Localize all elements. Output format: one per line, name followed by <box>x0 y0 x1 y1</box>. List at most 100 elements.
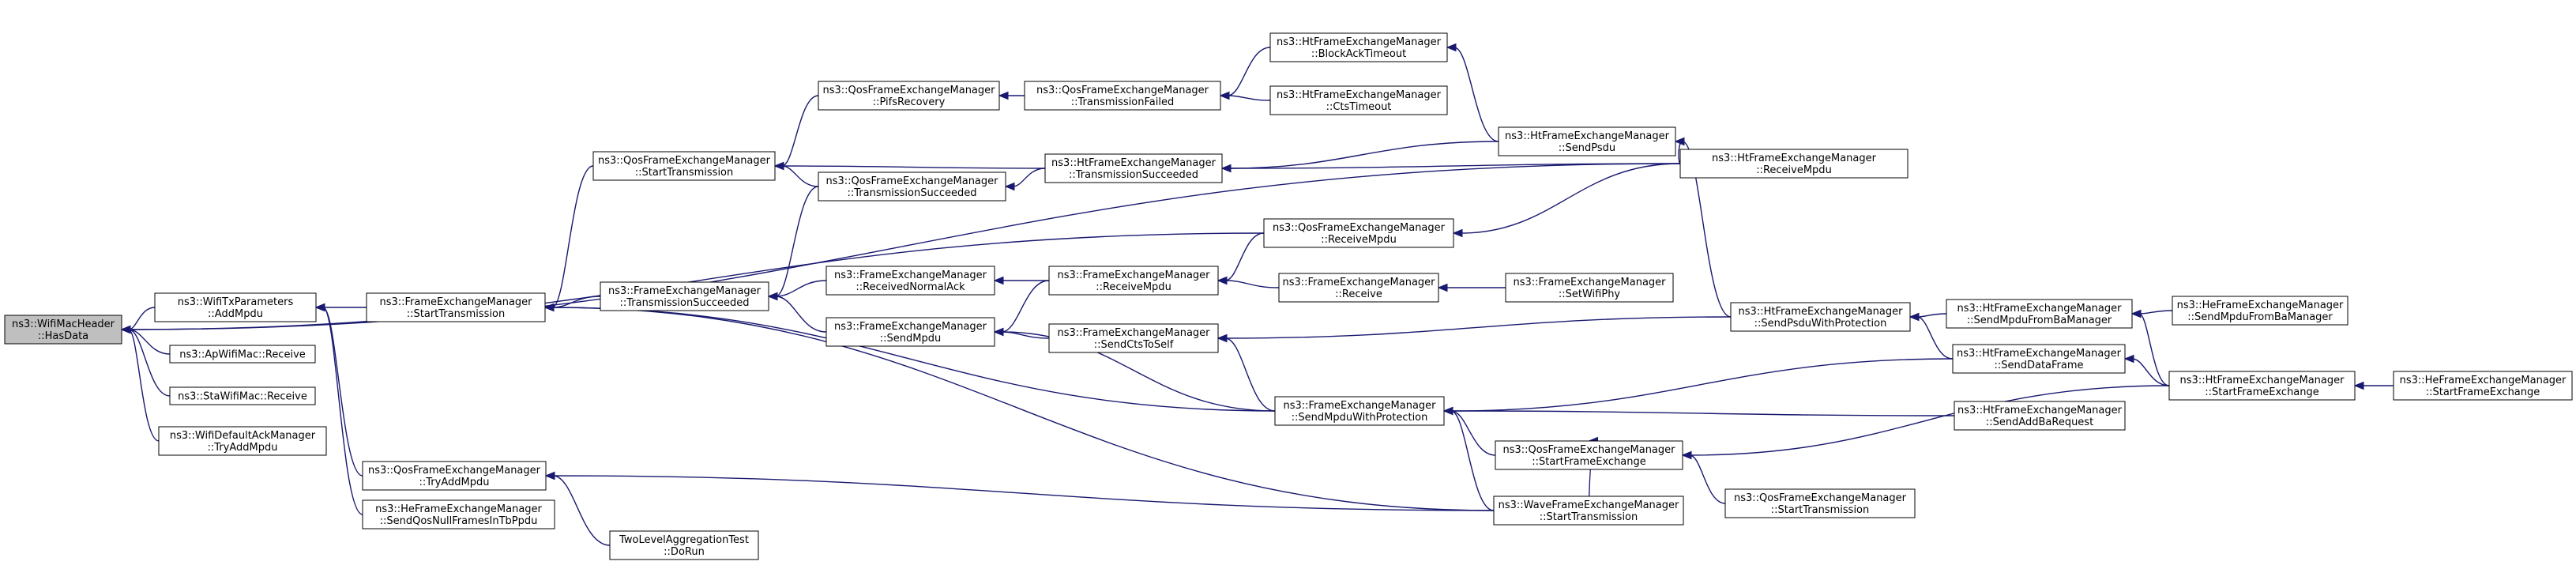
call-edge <box>1681 450 1726 504</box>
function-node-box <box>169 386 316 405</box>
function-node-label: ns3::FrameExchangeManager <box>1282 277 1435 288</box>
function-node-label: ::TryAddMpdu <box>419 477 490 488</box>
function-node-box <box>825 266 995 296</box>
function-node[interactable]: ns3::HeFrameExchangeManager::StartFrameE… <box>2393 371 2573 401</box>
call-edge <box>120 232 1265 334</box>
function-node-label: ns3::HtFrameExchangeManager <box>1277 89 1442 101</box>
function-node[interactable]: ns3::HtFrameExchangeManager::ReceiveMpdu <box>1679 149 1908 179</box>
function-node-label: ::SendPsduWithProtection <box>1754 318 1887 330</box>
function-node[interactable]: ns3::WifiMacHeader::HasData <box>4 315 122 345</box>
function-node-label: ::TransmissionSucceeded <box>619 297 749 309</box>
function-node-box <box>1263 218 1454 248</box>
call-edge <box>120 325 171 397</box>
function-node[interactable]: ns3::WifiTxParameters::AddMpdu <box>154 292 317 322</box>
function-node[interactable]: ns3::QosFrameExchangeManager::StartTrans… <box>592 151 776 181</box>
call-edge <box>314 303 363 515</box>
function-node[interactable]: ns3::QosFrameExchangeManager::Transmissi… <box>1024 81 1221 111</box>
function-node[interactable]: ns3::HtFrameExchangeManager::StartFrameE… <box>2168 371 2356 401</box>
function-node[interactable]: ns3::FrameExchangeManager::ReceivedNorma… <box>825 266 995 296</box>
function-node-box <box>154 292 317 322</box>
function-node-label: ns3::FrameExchangeManager <box>1513 277 1666 288</box>
function-node-label: ns3::QosFrameExchangeManager <box>1036 85 1209 96</box>
function-node-box <box>1278 273 1439 303</box>
function-node-label: ns3::HtFrameExchangeManager <box>2180 375 2345 386</box>
function-node-box <box>362 499 555 529</box>
call-edge <box>1442 358 1954 416</box>
function-node-label: ::SendDataFrame <box>1994 360 2083 371</box>
function-node-label: ns3::HtFrameExchangeManager <box>1712 153 1877 164</box>
function-node-box <box>2172 296 2348 326</box>
function-node-label: ns3::HeFrameExchangeManager <box>2177 300 2344 311</box>
function-node[interactable]: ns3::QosFrameExchangeManager::ReceiveMpd… <box>1263 218 1454 248</box>
function-node[interactable]: ns3::FrameExchangeManager::SendCtsToSelf <box>1048 323 1219 353</box>
function-node-label: ::StartFrameExchange <box>2426 386 2540 398</box>
function-node-label: ns3::FrameExchangeManager <box>834 321 987 333</box>
function-node[interactable]: ns3::WifiDefaultAckManager::TryAddMpdu <box>158 426 327 456</box>
function-node[interactable]: ns3::FrameExchangeManager::Receive <box>1278 273 1439 303</box>
function-node-label: ::SendCtsToSelf <box>1094 339 1174 351</box>
function-node[interactable]: ns3::ApWifiMac::Receive <box>169 345 316 364</box>
function-node-box <box>1493 496 1684 526</box>
function-node-label: ns3::QosFrameExchangeManager <box>598 155 771 167</box>
call-edge <box>1217 333 1276 412</box>
call-edge <box>993 327 1276 412</box>
function-node-box <box>1048 323 1219 353</box>
function-node[interactable]: ns3::FrameExchangeManager::ReceiveMpdu <box>1048 266 1219 296</box>
call-edge <box>1220 163 1681 173</box>
function-node[interactable]: ns3::HtFrameExchangeManager::SendMpduFro… <box>1946 299 2133 329</box>
function-node[interactable]: ns3::HtFrameExchangeManager::BlockAckTim… <box>1269 32 1448 62</box>
function-node-label: ::BlockAckTimeout <box>1311 48 1406 60</box>
function-node-box <box>4 315 122 345</box>
function-node-label: ns3::HtFrameExchangeManager <box>1739 306 1904 318</box>
function-node-label: ::StartTransmission <box>1771 504 1870 516</box>
function-node-label: ns3::QosFrameExchangeManager <box>825 175 998 187</box>
function-node-label: ns3::HtFrameExchangeManager <box>1505 130 1670 142</box>
call-edge <box>2353 381 2394 390</box>
function-node-box <box>1724 488 1916 518</box>
function-node[interactable]: ns3::HeFrameExchangeManager::SendMpduFro… <box>2172 296 2348 326</box>
function-node[interactable]: ns3::HeFrameExchangeManager::SendQosNull… <box>362 499 555 529</box>
function-node[interactable]: ns3::QosFrameExchangeManager::PifsRecove… <box>818 81 1000 111</box>
function-node[interactable]: ns3::HtFrameExchangeManager::SendDataFra… <box>1952 344 2126 374</box>
function-node-label: ::SendMpdu <box>880 333 941 345</box>
call-edge <box>544 471 611 546</box>
function-node[interactable]: ns3::FrameExchangeManager::TransmissionS… <box>600 281 769 311</box>
function-node-label: ns3::FrameExchangeManager <box>379 296 532 308</box>
call-edge <box>1004 168 1046 191</box>
function-node-label: ns3::FrameExchangeManager <box>608 285 762 297</box>
function-node-label: ::TransmissionSucceeded <box>1069 169 1198 181</box>
call-edge <box>773 161 1046 171</box>
function-node-label: ns3::QosFrameExchangeManager <box>1734 492 1907 504</box>
function-node-label: ::HasData <box>38 330 88 342</box>
function-node[interactable]: ns3::QosFrameExchangeManager::TryAddMpdu <box>362 461 547 491</box>
function-node-box <box>1495 440 1683 470</box>
function-node[interactable]: ns3::HtFrameExchangeManager::CtsTimeout <box>1269 85 1448 115</box>
function-node-label: ::SendMpduFromBaManager <box>2187 311 2333 323</box>
function-node-box <box>1952 344 2126 374</box>
function-node-box <box>1269 32 1448 62</box>
function-node[interactable]: TwoLevelAggregationTest::DoRun <box>609 530 759 560</box>
function-node-box <box>818 171 1006 202</box>
function-node-box <box>2168 371 2356 401</box>
function-node[interactable]: ns3::FrameExchangeManager::StartTransmis… <box>366 292 546 322</box>
call-edge <box>993 280 1050 337</box>
function-node-label: ::ReceiveMpdu <box>1096 281 1171 293</box>
call-edge <box>767 292 827 333</box>
function-node[interactable]: ns3::QosFrameExchangeManager::StartFrame… <box>1495 440 1683 470</box>
function-node[interactable]: ns3::HtFrameExchangeManager::SendPsduWit… <box>1730 302 1911 332</box>
function-node[interactable]: ns3::QosFrameExchangeManager::StartTrans… <box>1724 488 1916 518</box>
function-node[interactable]: ns3::HtFrameExchangeManager::SendAddBaRe… <box>1954 401 2126 431</box>
call-edge <box>543 303 1495 511</box>
function-node[interactable]: ns3::FrameExchangeManager::SetWifiPhy <box>1505 273 1674 303</box>
function-node-box <box>169 345 316 364</box>
function-node[interactable]: ns3::WaveFrameExchangeManager::StartTran… <box>1493 496 1684 526</box>
function-node-label: ::DoRun <box>664 546 705 558</box>
function-node-box <box>1954 401 2126 431</box>
function-node[interactable]: ns3::StaWifiMac::Receive <box>169 386 316 405</box>
function-node[interactable]: ns3::HtFrameExchangeManager::SendPsdu <box>1498 126 1676 156</box>
function-node-label: ::StartTransmission <box>1540 511 1638 523</box>
function-node[interactable]: ns3::HtFrameExchangeManager::Transmissio… <box>1044 153 1223 183</box>
function-node[interactable]: ns3::FrameExchangeManager::SendMpduWithP… <box>1274 396 1445 426</box>
function-node[interactable]: ns3::FrameExchangeManager::SendMpdu <box>825 317 995 347</box>
function-node[interactable]: ns3::QosFrameExchangeManager::Transmissi… <box>818 171 1006 202</box>
